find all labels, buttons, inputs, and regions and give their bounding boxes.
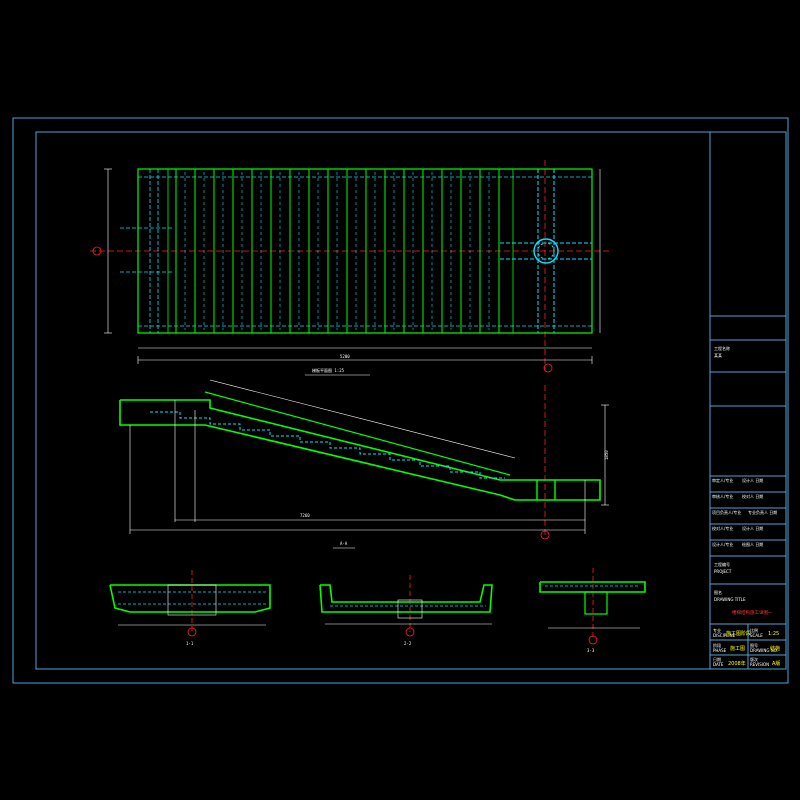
stair-section-outline	[119, 399, 601, 501]
tb-footer-5-label: 版次	[750, 656, 758, 662]
tb-footer-1-label: 比例	[750, 627, 758, 633]
drawing-title: 楼梯结构施工详图一	[732, 609, 773, 616]
elevation-view-title: A-A	[340, 541, 348, 546]
section-2-outline	[319, 584, 493, 613]
drawing-heading: 图名	[714, 589, 722, 595]
tb-row-0-label: 审定人/专业	[712, 477, 733, 483]
tb-row-2-value: 专业负责人 日期	[748, 509, 777, 515]
tb-footer-0-label: 专业	[713, 627, 721, 633]
step-treads	[175, 169, 500, 333]
section-3-3: 3-3	[539, 568, 646, 653]
tb-footer-0-value: 施工图阶段	[726, 630, 751, 637]
plan-dimensions	[104, 168, 601, 364]
section-3-title: 3-3	[587, 648, 595, 653]
tb-row-2-label: 项目负责人/专业	[712, 509, 741, 515]
tb-row-4-label: 设计人/专业	[712, 541, 733, 547]
section-3-outline	[539, 581, 646, 593]
inner-border	[35, 131, 787, 670]
project-value: 某某	[714, 352, 722, 358]
tb-row-0-value: 设计人 日期	[742, 477, 763, 483]
axis-bubble	[187, 627, 197, 637]
slab-top	[204, 391, 511, 476]
axis-bubble	[92, 246, 102, 256]
tb-footer-3-sub: DRAWING NO.	[750, 648, 778, 653]
tb-footer-2-label: 阶段	[713, 642, 721, 648]
axis-bubble	[543, 363, 553, 373]
section-1-outline	[109, 584, 271, 613]
project-heading: 工程名称	[714, 345, 730, 351]
axis-bubble	[540, 530, 550, 540]
project-code-heading: 工程编号	[714, 561, 730, 567]
stair-flight-outline	[167, 168, 514, 334]
elevation-bottom-dim: 7260	[300, 513, 310, 518]
plan-view: 5200 梯板平面图 1:25	[90, 160, 610, 376]
project-code-value: PROJECT	[714, 569, 732, 574]
tb-footer-1-sub: SCALE	[750, 633, 763, 638]
tb-row-1-label: 审核人/专业	[712, 493, 733, 499]
tread-rebar	[184, 172, 490, 330]
elevation-height-dim: 1850	[604, 450, 609, 460]
tb-row-3-label: 校对人/专业	[712, 525, 733, 531]
tb-row-1-value: 校对人 日期	[742, 493, 763, 499]
tb-row-3-value: 设计人 日期	[742, 525, 763, 531]
section-1-1: 1-1	[109, 570, 271, 646]
elevation-dimensions	[129, 379, 609, 534]
axis-bubble	[588, 635, 598, 645]
landing-column	[536, 480, 556, 500]
tb-footer-2-value: 施工图	[730, 645, 745, 652]
tb-footer-3-label: 图号	[750, 642, 758, 648]
sheet-frame	[12, 117, 789, 684]
tb-footer-0-sub: DISCIPLINE	[713, 633, 736, 638]
elevation-view: 7260 1850 A-A	[119, 379, 609, 549]
tb-footer-4-value: 2008年	[728, 660, 746, 667]
tb-footer-3-value: 结施	[770, 645, 780, 652]
tb-footer-5-sub: REVISION	[750, 662, 769, 667]
tb-row-4-value: 绘图人 日期	[742, 541, 763, 547]
tread-profile	[150, 411, 505, 479]
right-landing-column	[500, 169, 592, 333]
title-block: 工程名称 某某 审定人/专业 设计人 日期 审核人/专业 校对人 日期 项目负责…	[712, 345, 780, 667]
tb-footer-5-value: A版	[772, 660, 780, 667]
tb-footer-4-sub: DATE	[713, 662, 724, 667]
section-1-title: 1-1	[186, 641, 194, 646]
axis-bubble	[405, 627, 415, 637]
tb-footer-1-value: 1:25	[768, 631, 779, 637]
section-2-title: 2-2	[404, 641, 412, 646]
drawing-subheading: DRAWING TITLE	[714, 597, 746, 602]
plan-view-title: 梯板平面图 1:25	[312, 367, 345, 373]
plan-overall-dim: 5200	[340, 354, 350, 359]
tb-footer-2-sub: PHASE	[713, 648, 727, 653]
section-2-2: 2-2	[319, 575, 493, 646]
tb-footer-4-label: 日期	[713, 656, 721, 662]
outer-border	[12, 117, 789, 684]
